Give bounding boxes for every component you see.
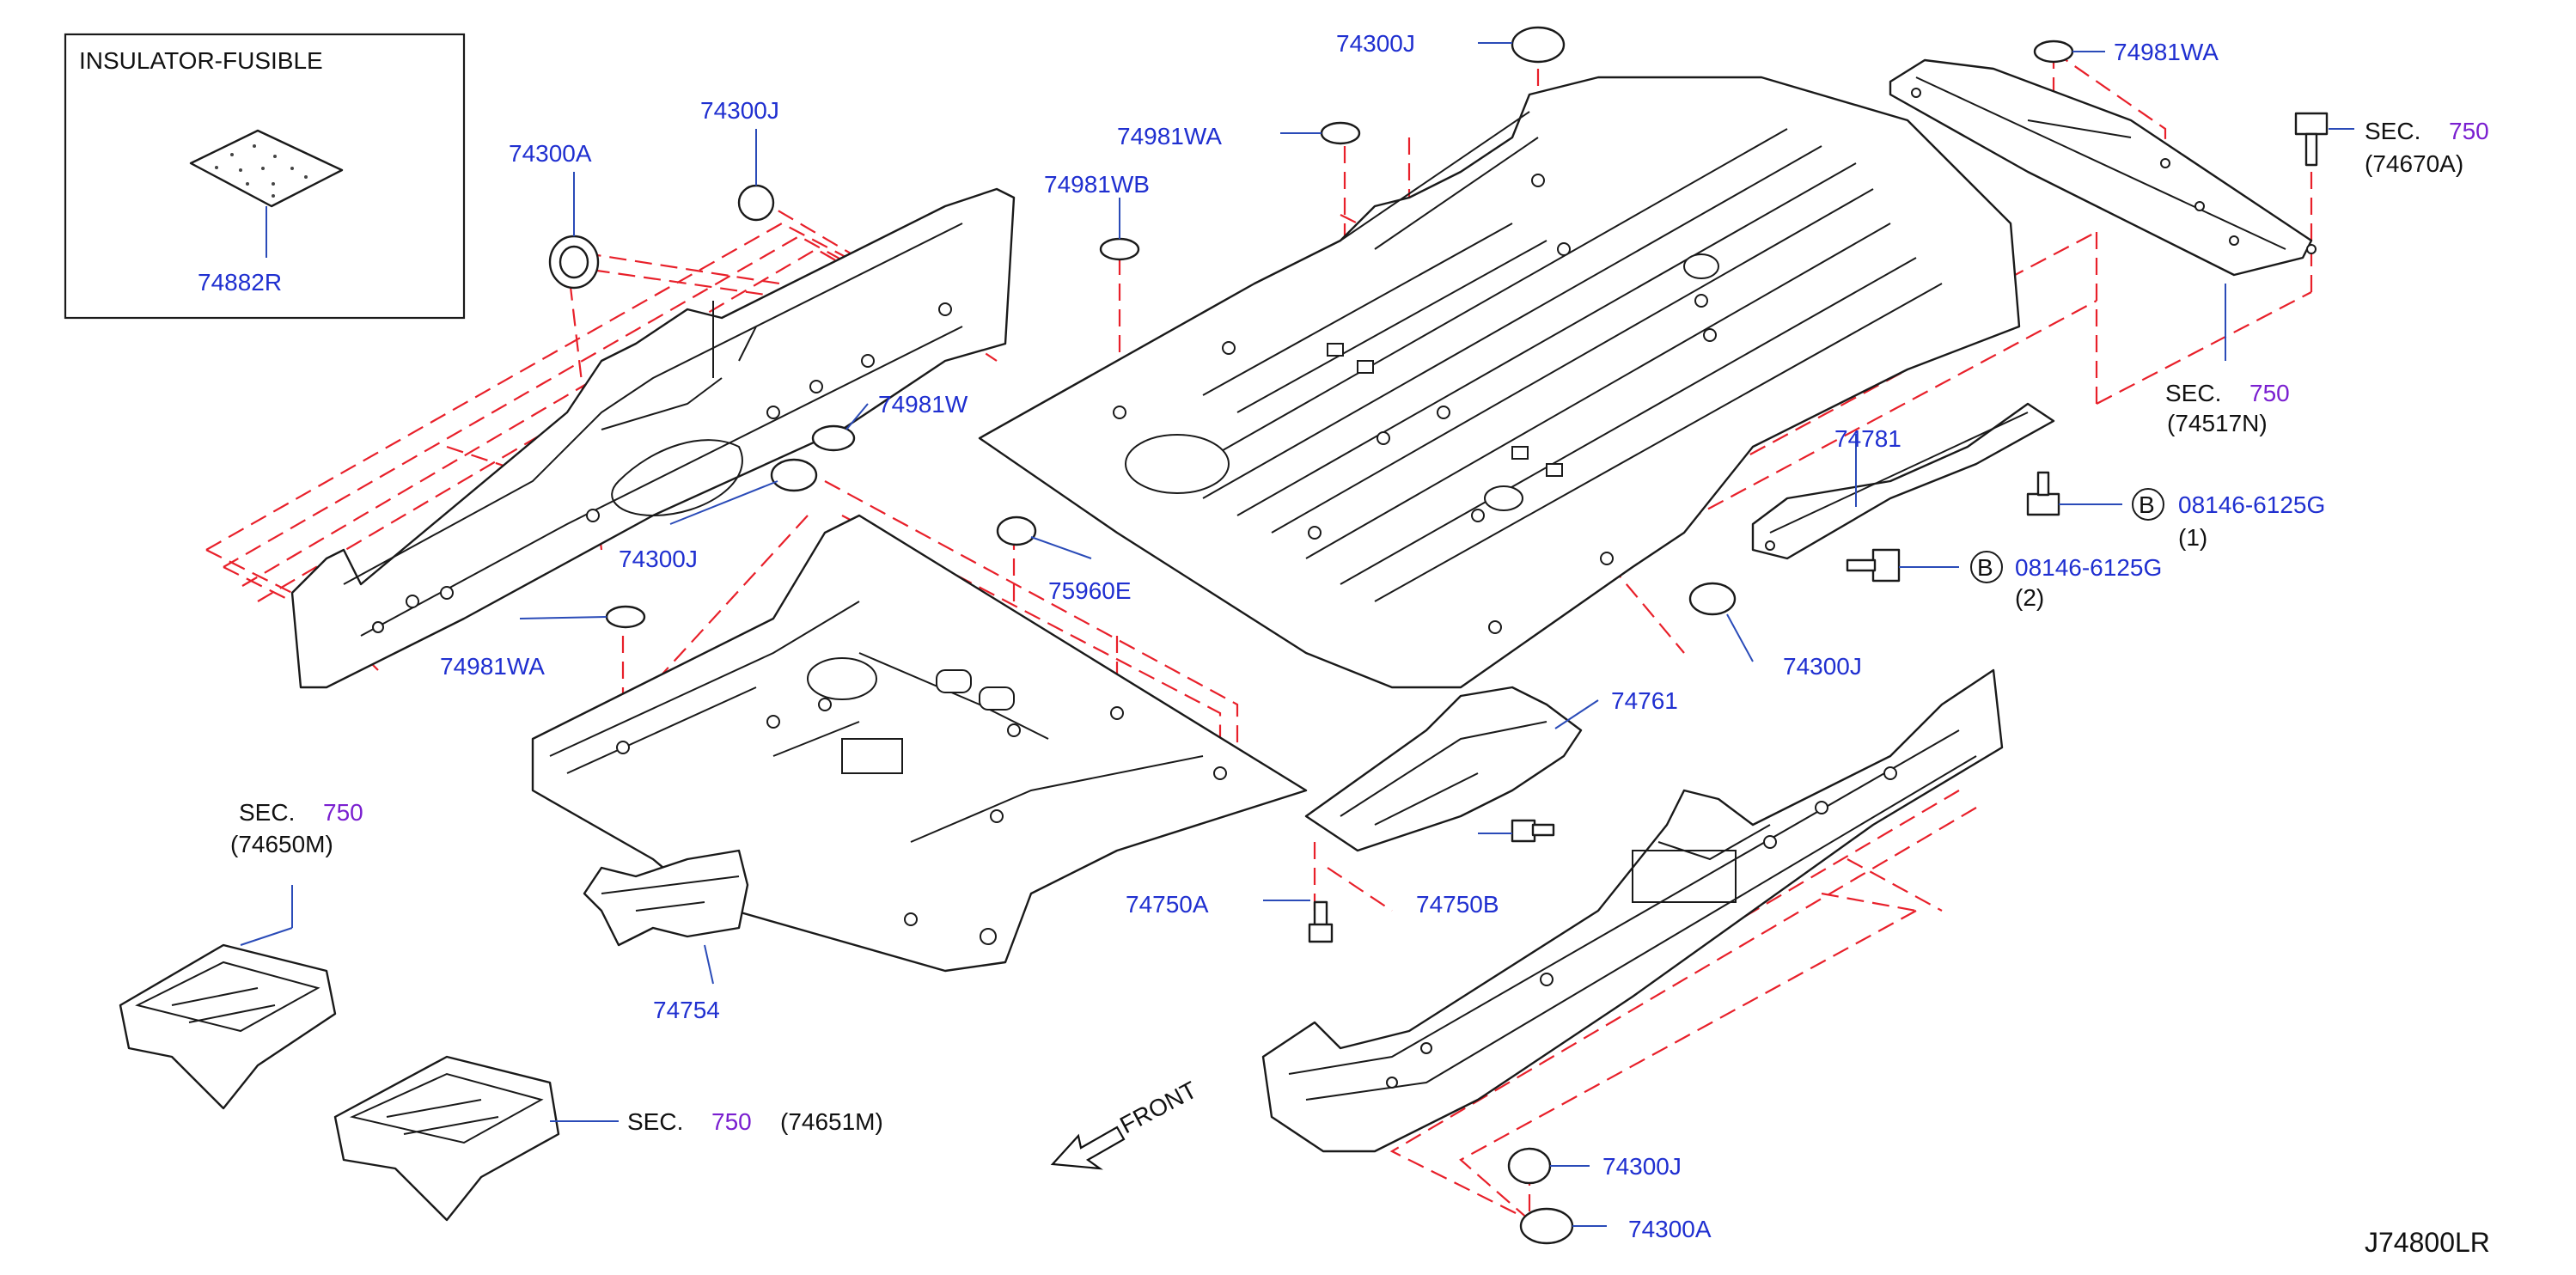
- label-74781: 74781: [1834, 425, 1901, 452]
- section-number: 750: [2449, 118, 2489, 144]
- label-74981WB: 74981WB: [1044, 171, 1150, 198]
- section-ref-74650M: SEC. 750 (74650M): [230, 799, 363, 857]
- label-74981WA-left: 74981WA: [440, 653, 545, 680]
- section-part-ref: (74651M): [780, 1108, 883, 1135]
- bracket-74754: [583, 849, 749, 947]
- grommet-74300J-right-icon: [1688, 582, 1737, 616]
- front-direction-indicator: FRONT: [1050, 1077, 1201, 1170]
- label-75960E: 75960E: [1048, 577, 1132, 604]
- bolt-callout-2: B 08146-6125G (2): [1970, 551, 2162, 611]
- bolt-circle-letter: B: [2139, 491, 2155, 518]
- seat-frame-74651M: [333, 1055, 560, 1222]
- label-74300J-bottom: 74300J: [1602, 1153, 1682, 1180]
- section-number: 750: [2249, 380, 2290, 406]
- diagram-id: J74800LR: [2365, 1227, 2490, 1258]
- front-label: FRONT: [1115, 1077, 1201, 1139]
- label-74750B: 74750B: [1416, 891, 1499, 918]
- rear-crossmember: [1889, 58, 2317, 277]
- section-number: 750: [323, 799, 363, 826]
- label-74300A-top: 74300A: [509, 140, 592, 167]
- heat-shield-74761: [1304, 686, 1583, 852]
- bolts: [1308, 112, 2329, 943]
- section-prefix: SEC.: [2365, 118, 2420, 144]
- section-prefix: SEC.: [627, 1108, 683, 1135]
- label-74300J-mid: 74300J: [619, 546, 698, 572]
- plug-74981WA-icon: [1320, 121, 1361, 145]
- grommet-74300A-bottom-icon: [1519, 1207, 1574, 1245]
- label-74300A-bottom: 74300A: [1628, 1216, 1712, 1242]
- label-74300J-top: 74300J: [1336, 30, 1415, 57]
- plugs: [548, 26, 2074, 1245]
- section-part-ref: (74650M): [230, 831, 333, 857]
- bolt-part-number: 08146-6125G: [2178, 491, 2325, 518]
- label-74754: 74754: [653, 997, 720, 1023]
- label-74300J-right: 74300J: [1783, 653, 1862, 680]
- label-74981WA-right: 74981WA: [2114, 39, 2219, 65]
- seat-frame-74650M: [119, 943, 337, 1110]
- bolt-quantity: (1): [2178, 524, 2207, 551]
- grommet-74300J-top-icon: [1511, 26, 1566, 64]
- front-arrow-icon: [1050, 1126, 1126, 1170]
- bolt-quantity: (2): [2015, 584, 2044, 611]
- label-74882R: 74882R: [198, 269, 282, 296]
- section-ref-74651M: SEC. 750 (74651M): [627, 1108, 883, 1135]
- right-sill-panel: [1261, 668, 2004, 1153]
- label-74981WA-top: 74981WA: [1117, 123, 1222, 149]
- grommet-74300J-icon: [737, 184, 775, 222]
- bolt-b2-icon: [1846, 548, 1901, 583]
- section-part-ref: (74670A): [2365, 150, 2463, 177]
- leader-lines: [240, 42, 2354, 1227]
- bolt-part-number: 08146-6125G: [2015, 554, 2162, 581]
- bolt-circle-letter: B: [1977, 554, 1993, 581]
- plug-74981WA-left-icon: [605, 605, 646, 629]
- label-74300J-topleft: 74300J: [700, 97, 779, 124]
- label-74981W: 74981W: [878, 391, 968, 418]
- bolt-b1-icon: [2026, 471, 2060, 516]
- insulator-pad-icon: [189, 129, 344, 208]
- plug-74981WB-icon: [1099, 237, 1140, 261]
- plug-74981WA-right-icon: [2033, 40, 2074, 64]
- plug-74981W-icon: [811, 424, 856, 452]
- bolt-74750B-icon: [1511, 819, 1555, 843]
- insulator-inset: INSULATOR-FUSIBLE 74882R: [64, 33, 466, 320]
- plug-75960E-icon: [996, 515, 1037, 546]
- grommet-74300J-mid-icon: [770, 458, 818, 492]
- inset-title: INSULATOR-FUSIBLE: [79, 47, 323, 74]
- section-ref-74670A: SEC. 750 (74670A): [2365, 118, 2489, 177]
- section-number: 750: [711, 1108, 752, 1135]
- label-74750A: 74750A: [1126, 891, 1209, 918]
- bolt-callout-1: B 08146-6125G (1): [2132, 488, 2325, 551]
- section-part-ref: (74517N): [2167, 410, 2268, 436]
- section-ref-74517N: SEC. 750 (74517N): [2165, 380, 2290, 436]
- grommet-74300J-bottom-icon: [1507, 1147, 1552, 1185]
- insulator-dots: [215, 144, 308, 198]
- section-prefix: SEC.: [2165, 380, 2221, 406]
- bolt-74750A-icon: [1308, 900, 1334, 943]
- rear-floor-panel: [978, 76, 2021, 689]
- bracket-74781: [1751, 402, 2055, 560]
- left-sill-panel: [290, 187, 1016, 689]
- bolt-74670A-icon: [2294, 112, 2329, 167]
- section-prefix: SEC.: [239, 799, 295, 826]
- label-74761: 74761: [1611, 687, 1678, 714]
